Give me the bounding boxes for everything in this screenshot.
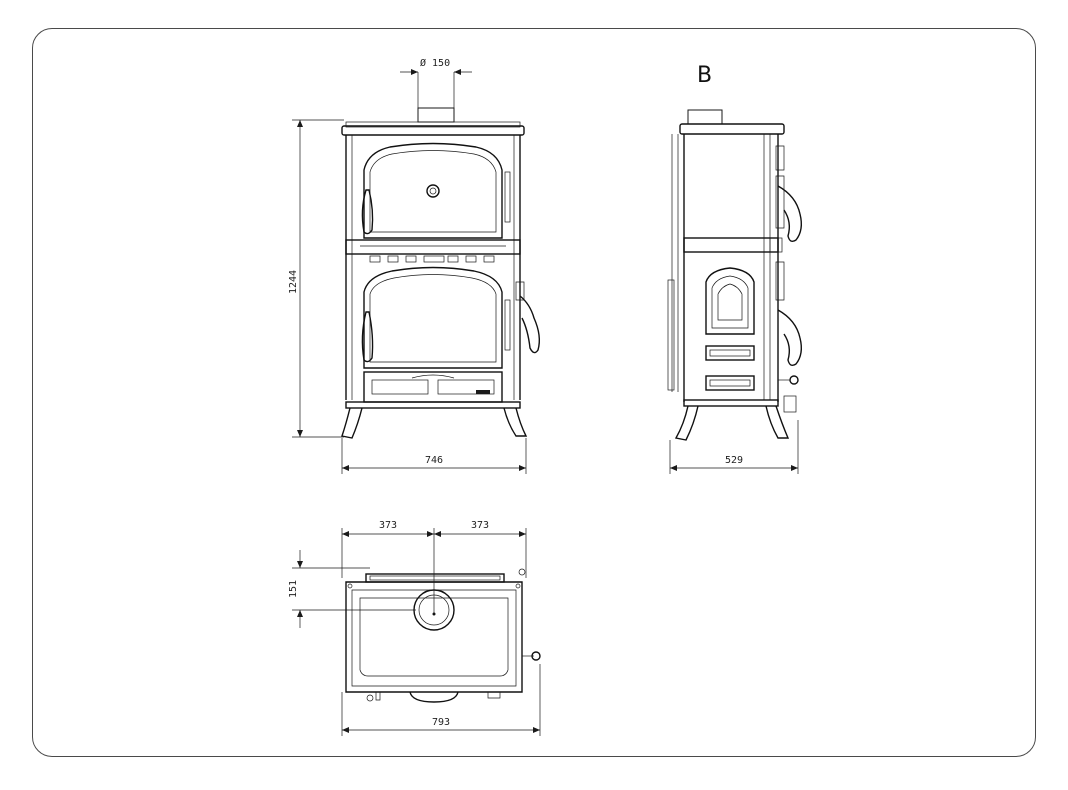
top-half-right-label: 373 [471, 520, 489, 531]
top-half-left-label: 373 [379, 520, 397, 531]
drawing-frame [32, 28, 1036, 757]
side-view [667, 109, 803, 441]
side-dimensions: 529 [669, 420, 799, 474]
flue-diameter-label: Ø 150 [420, 57, 450, 69]
top-view [345, 568, 541, 703]
view-label: B [697, 63, 712, 88]
front-dimensions: Ø 150 1244 746 [288, 57, 527, 474]
top-dimensions: 373 373 151 793 [288, 520, 541, 736]
total-height-label: 1244 [288, 270, 299, 294]
top-total-width-label: 793 [432, 717, 450, 728]
oven-knob-icon [426, 184, 440, 198]
side-depth-label: 529 [725, 455, 743, 466]
front-view [341, 107, 541, 439]
front-width-label: 746 [425, 455, 443, 466]
flue-offset-label: 151 [288, 580, 299, 598]
